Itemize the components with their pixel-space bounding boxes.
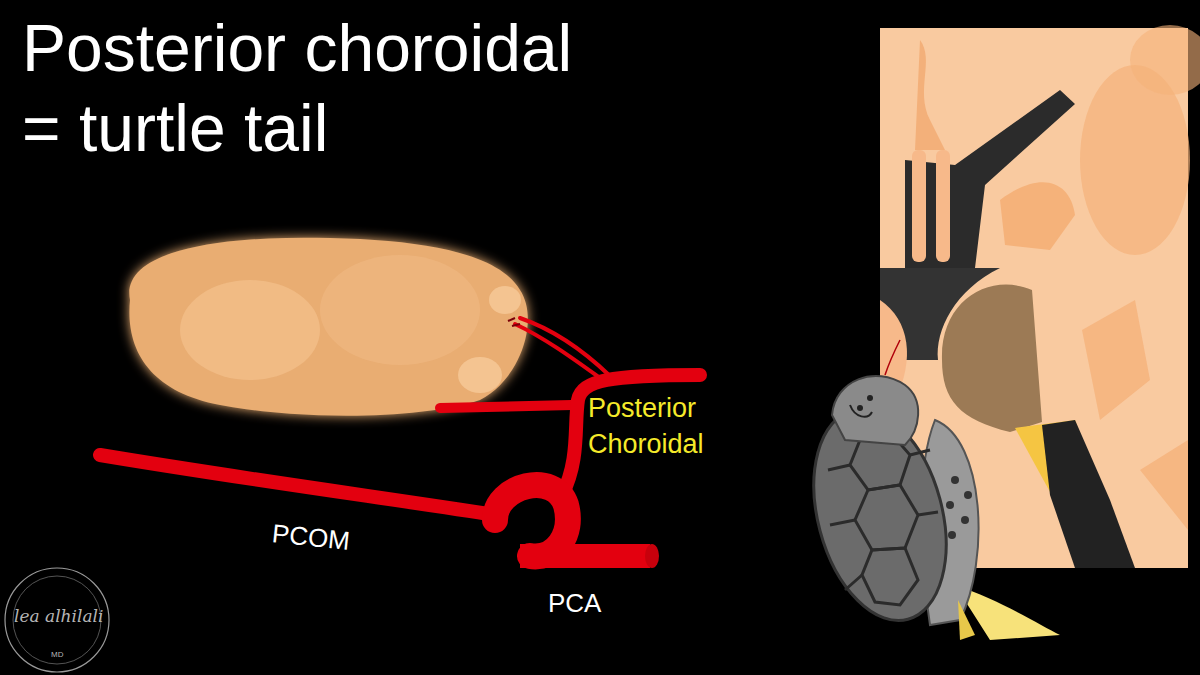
artery-label: PCA [548,588,601,619]
artery-label: PCOM [271,518,352,557]
slide-title: Posterior choroidal = turtle tail [22,8,607,168]
artery-label: Posterior Choroidal [588,390,753,462]
watermark: lea alhilali [14,606,103,626]
watermark-ring [5,568,109,672]
watermark: MD [51,650,63,659]
turtle [792,340,1060,640]
thalamus [129,238,528,416]
